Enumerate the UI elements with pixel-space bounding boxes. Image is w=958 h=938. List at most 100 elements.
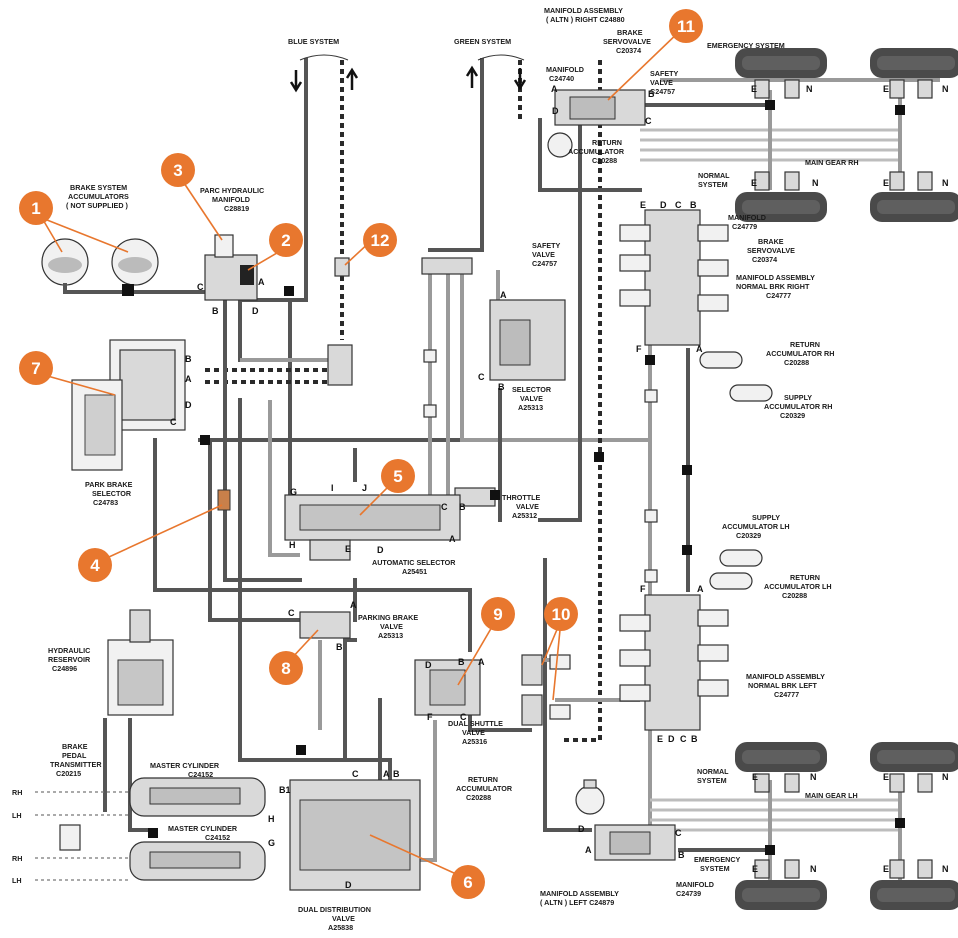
wheel-brake-units — [754, 79, 933, 879]
label-throttle: THROTTLE — [502, 493, 541, 502]
label-automatic-selector: AUTOMATIC SELECTOR — [372, 558, 456, 567]
port-j-auto: J — [362, 483, 367, 493]
port-f-normal-left: F — [640, 584, 646, 594]
manifold-normal-left — [619, 594, 729, 731]
port-e-auto: E — [345, 544, 351, 554]
port-b-manifold-top: B — [648, 89, 655, 99]
label-not-supplied: ( NOT SUPPLIED ) — [66, 201, 129, 210]
label-valve-top: VALVE — [650, 78, 673, 87]
label-reservoir-code: C24896 — [52, 664, 77, 673]
label-master-cylinder-bottom-code: C24152 — [205, 833, 230, 842]
label-brake-pedal-1: BRAKE — [62, 742, 88, 751]
dual-distribution-valve — [289, 779, 421, 891]
callout-5: 5 — [381, 459, 415, 493]
port-b-parc: B — [212, 306, 219, 316]
port-b-shuttle: B — [458, 657, 465, 667]
port-n-wheel-7: N — [810, 864, 817, 874]
label-accumulator-lh: ACCUMULATOR LH — [764, 582, 832, 591]
port-e-wheel-3: E — [751, 178, 757, 188]
manifold-normal-right — [619, 209, 729, 346]
label-park-code: C24783 — [93, 498, 118, 507]
label-selector-valve: VALVE — [520, 394, 543, 403]
label-manifold-c24739: MANIFOLD — [676, 880, 714, 889]
label-servovalve-mid-code: C20374 — [752, 255, 777, 264]
port-n-wheel-8: N — [942, 864, 949, 874]
port-b-normal-right: B — [690, 200, 697, 210]
label-parking-code: A25313 — [378, 631, 403, 640]
port-a-shuttle: A — [478, 657, 485, 667]
label-manifold-c24740: MANIFOLD — [546, 65, 584, 74]
port-c-parc: C — [197, 282, 204, 292]
callout-6-label: 6 — [463, 873, 472, 892]
callout-2: 2 — [269, 223, 303, 257]
label-automatic-selector-code: A25451 — [402, 567, 427, 576]
wheel-rh-outer-top — [735, 48, 827, 78]
port-e-normal-right: E — [640, 200, 646, 210]
port-n-wheel-3: N — [812, 178, 819, 188]
label-normal-brk-left: NORMAL BRK LEFT — [748, 681, 818, 690]
label-supply-lh-code: C20329 — [736, 531, 761, 540]
port-a-parking: A — [350, 600, 357, 610]
dual-shuttle-valve — [414, 659, 481, 716]
label-parc-hydraulic: PARC HYDRAULIC — [200, 186, 264, 195]
port-c-manifold-bot: C — [675, 828, 682, 838]
callout-7: 7 — [19, 351, 53, 385]
label-accumulators: ACCUMULATORS — [68, 192, 129, 201]
label-manifold-c24739-code: C24739 — [676, 889, 701, 898]
label-distribution-code: A25838 — [328, 923, 353, 932]
callout-8: 8 — [269, 651, 303, 685]
port-e-wheel-4: E — [883, 178, 889, 188]
supply-accumulator-rh — [729, 384, 773, 402]
brake-accumulators — [41, 238, 217, 296]
port-a-auto: A — [449, 534, 456, 544]
label-manifold-c24779-code: C24779 — [732, 222, 757, 231]
parc-hydraulic-manifold — [204, 234, 258, 301]
label-throttle-valve: VALVE — [516, 502, 539, 511]
label-accumulator-top: ACCUMULATOR — [568, 147, 625, 156]
manifold-emergency-right — [554, 89, 646, 126]
port-e-wheel-5: E — [752, 772, 758, 782]
junction-nodes — [148, 100, 905, 855]
label-system-top: SYSTEM — [698, 180, 728, 189]
callout-2-label: 2 — [281, 231, 290, 250]
port-d-normal-right: D — [660, 200, 667, 210]
wheel-lh-outer-top — [735, 742, 827, 772]
port-a-normal-left: A — [697, 584, 704, 594]
label-brake-pedal-2: PEDAL — [62, 751, 87, 760]
port-i-auto: I — [331, 483, 334, 493]
filter-d — [549, 704, 571, 720]
port-a-manifold-top: A — [551, 84, 558, 94]
label-return-rh: RETURN — [790, 340, 820, 349]
callout-10-label: 10 — [552, 605, 571, 624]
label-lh-bottom: LH — [12, 876, 22, 885]
label-return-lh-code: C20288 — [782, 591, 807, 600]
port-n-wheel-6: N — [942, 772, 949, 782]
port-g-dist: G — [268, 838, 275, 848]
callout-1-label: 1 — [31, 199, 40, 218]
label-normal-left-code: C24777 — [774, 690, 799, 699]
flow-arrows — [289, 54, 527, 93]
port-d-manifold-top: D — [552, 106, 559, 116]
port-n-wheel-1: N — [806, 84, 813, 94]
label-servovalve-top: SERVOVALVE — [603, 37, 651, 46]
label-reservoir: RESERVOIR — [48, 655, 91, 664]
wheel-lh-inner-bottom — [870, 880, 958, 910]
park-brake-selector — [71, 339, 186, 471]
label-supply-rh: SUPPLY — [784, 393, 812, 402]
port-b-selector: B — [185, 354, 192, 364]
port-a-normal-right: A — [696, 344, 703, 354]
supply-accumulator-lh — [719, 549, 763, 567]
callout-12-label: 12 — [371, 231, 390, 250]
label-manifold-c24779: MANIFOLD — [728, 213, 766, 222]
wheel-rh-inner-top — [870, 48, 958, 78]
port-b-parking: B — [336, 642, 343, 652]
port-b1-dist: B1 — [279, 785, 291, 795]
label-accumulator-rh: ACCUMULATOR RH — [766, 349, 834, 358]
label-servovalve-mid: SERVOVALVE — [747, 246, 795, 255]
label-manifold-altn-left: MANIFOLD ASSEMBLY — [540, 889, 619, 898]
label-safety-top-code: C24757 — [650, 87, 675, 96]
green-manifold-block — [421, 257, 473, 275]
label-shuttle-code: A25316 — [462, 737, 487, 746]
label-emergency-system-top: EMERGENCY SYSTEM — [707, 41, 785, 50]
